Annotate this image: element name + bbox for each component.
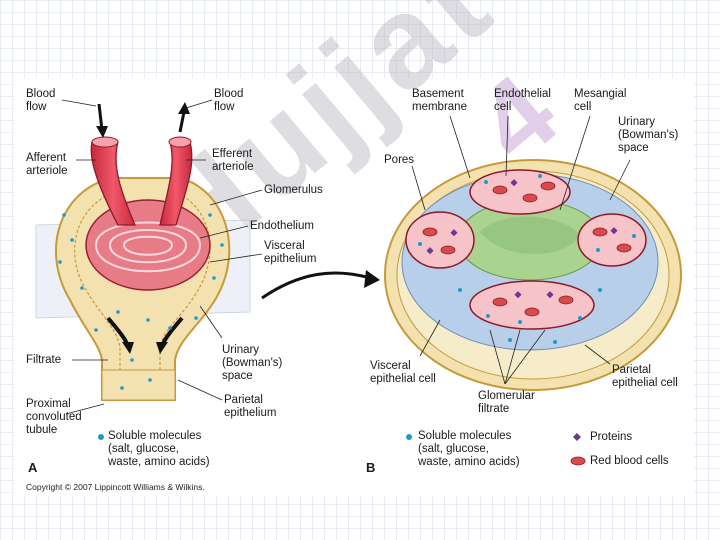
legend-proteins: Proteins bbox=[590, 431, 633, 443]
label-endothelial-cell: Endothelial cell bbox=[494, 88, 551, 113]
copyright-notice: Copyright © 2007 Lippincott Williams & W… bbox=[26, 482, 205, 492]
panel-b-drawing bbox=[384, 159, 682, 391]
label-urinary-space-a: Urinary (Bowman's) space bbox=[222, 344, 283, 382]
label-basement-membrane: Basement membrane bbox=[412, 88, 467, 113]
panel-a-drawing bbox=[35, 102, 251, 401]
label-blood-flow-out: Blood flow bbox=[214, 88, 244, 113]
protein-legend-icon bbox=[573, 433, 581, 441]
panel-a-letter: A bbox=[28, 460, 38, 475]
rbc-legend-icon bbox=[570, 456, 586, 466]
solute-legend-icon-b bbox=[406, 434, 412, 440]
label-parietal-epithelium: Parietal epithelium bbox=[224, 394, 277, 419]
solute-legend-icon-a bbox=[98, 434, 104, 440]
label-pores: Pores bbox=[384, 154, 415, 166]
label-proximal-tubule: Proximal convoluted tubule bbox=[26, 398, 82, 436]
label-mesangial-cell: Mesangial cell bbox=[574, 88, 627, 113]
label-efferent-arteriole: Efferent arteriole bbox=[212, 148, 254, 173]
label-visceral-epithelium: Visceral epithelium bbox=[264, 240, 317, 265]
label-visceral-epithelial-cell: Visceral epithelial cell bbox=[370, 360, 436, 385]
legend-red-blood-cells: Red blood cells bbox=[590, 455, 669, 467]
label-glomerulus: Glomerulus bbox=[264, 184, 323, 196]
legend-soluble-b: Soluble molecules (salt, glucose, waste,… bbox=[418, 430, 520, 468]
legend-soluble-a: Soluble molecules (salt, glucose, waste,… bbox=[108, 430, 210, 468]
panel-b-letter: B bbox=[366, 460, 376, 475]
label-blood-flow-in: Blood flow bbox=[26, 88, 56, 113]
watermark-logo: 4 bbox=[470, 52, 580, 164]
label-filtrate: Filtrate bbox=[26, 354, 62, 366]
label-urinary-space-b: Urinary (Bowman's) space bbox=[618, 116, 679, 154]
label-parietal-epithelial-cell: Parietal epithelial cell bbox=[612, 364, 678, 389]
label-afferent-arteriole: Afferent arteriole bbox=[26, 152, 68, 177]
label-glomerular-filtrate: Glomerular filtrate bbox=[478, 390, 535, 415]
label-endothelium: Endothelium bbox=[250, 220, 314, 232]
